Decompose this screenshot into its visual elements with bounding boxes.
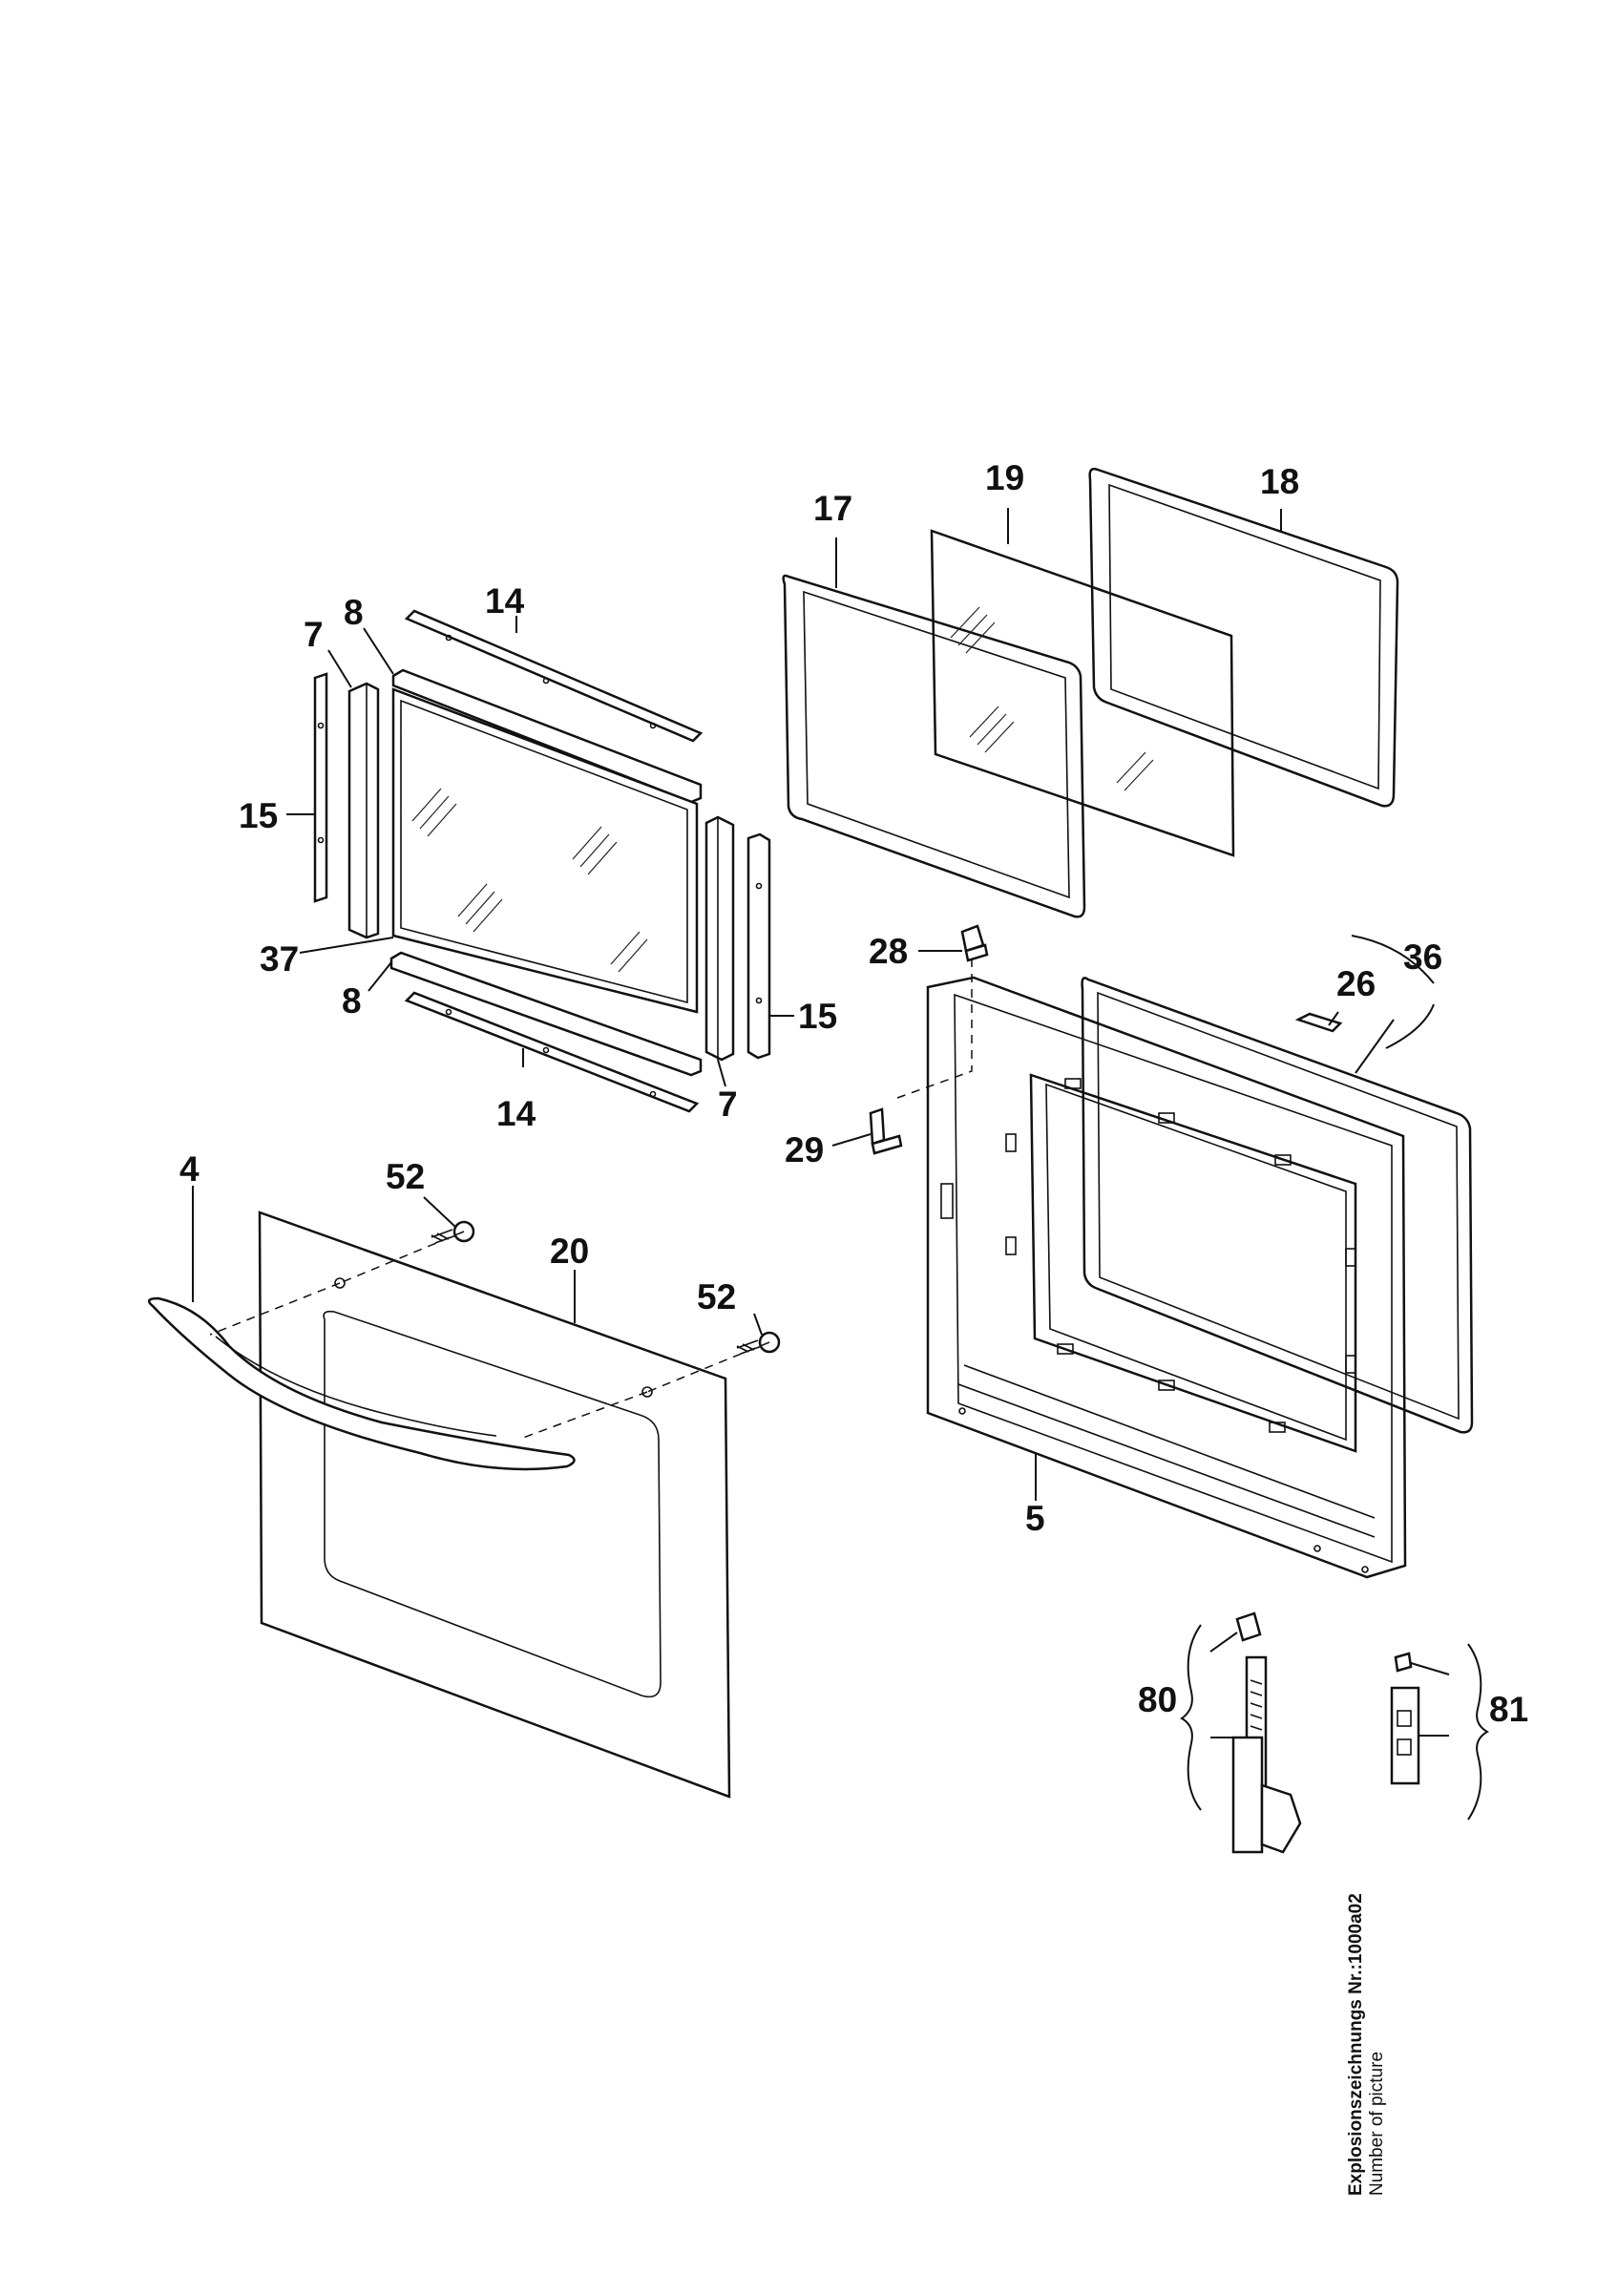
callout-18: 18	[1260, 462, 1300, 501]
callout-4: 4	[179, 1149, 200, 1189]
part-19-glass-pane	[930, 529, 1235, 857]
callout-52-right: 52	[697, 1277, 737, 1317]
callout-28: 28	[869, 932, 909, 971]
part-14-bottom-strip	[404, 991, 700, 1113]
part-20-outer-panel	[258, 1211, 731, 1799]
callout-19: 19	[985, 458, 1025, 497]
assembly-lines	[209, 958, 973, 1439]
callout-14-bottom: 14	[496, 1094, 536, 1133]
callout-8-top: 8	[344, 593, 364, 632]
callout-20: 20	[550, 1232, 590, 1271]
part-15-left-strip	[313, 672, 328, 903]
part-36-gasket	[1081, 977, 1474, 1434]
part-28-clip	[960, 924, 989, 962]
callout-37: 37	[260, 939, 300, 979]
part-7-right-profile	[704, 815, 735, 1062]
callout-26: 26	[1336, 964, 1376, 1003]
part-7-left-profile	[347, 682, 380, 939]
part-17-gasket	[782, 574, 1086, 918]
callout-36: 36	[1403, 937, 1443, 977]
group-brackets	[1180, 935, 1490, 1821]
callout-14-top: 14	[485, 581, 525, 621]
callout-17: 17	[813, 489, 853, 528]
callout-80: 80	[1138, 1680, 1178, 1719]
part-26-clip	[1294, 1012, 1343, 1033]
part-37-inner-glass	[391, 687, 699, 1014]
part-80-hinge	[1231, 1611, 1302, 1854]
callout-7-right: 7	[718, 1085, 738, 1124]
part-8-bottom-profile	[389, 951, 703, 1077]
callout-29: 29	[785, 1130, 825, 1169]
callout-7-left: 7	[304, 615, 324, 654]
part-14-top-strip	[404, 609, 704, 743]
caption-number-of-picture: Number of picture	[1366, 2051, 1387, 2196]
callout-15-right: 15	[798, 997, 838, 1036]
caption-drawing-number: Explosionszeichnungs Nr.:1000a02	[1346, 1893, 1366, 2196]
callout-52-left: 52	[386, 1157, 426, 1196]
callout-81: 81	[1489, 1690, 1529, 1729]
part-18-gasket	[1088, 467, 1399, 808]
part-4-handle	[147, 1296, 576, 1471]
leader-lines	[192, 508, 1450, 1738]
part-29-clip	[869, 1107, 903, 1155]
part-5-inner-frame	[926, 976, 1407, 1579]
part-15-right-strip	[746, 832, 771, 1060]
callout-5: 5	[1025, 1499, 1045, 1538]
part-52-screw-right	[736, 1331, 781, 1355]
callout-8-bottom: 8	[342, 981, 362, 1021]
drawing-number-caption: Explosionszeichnungs Nr.:1000a02 Number …	[1346, 1623, 1413, 2196]
callout-15-left: 15	[239, 796, 279, 835]
